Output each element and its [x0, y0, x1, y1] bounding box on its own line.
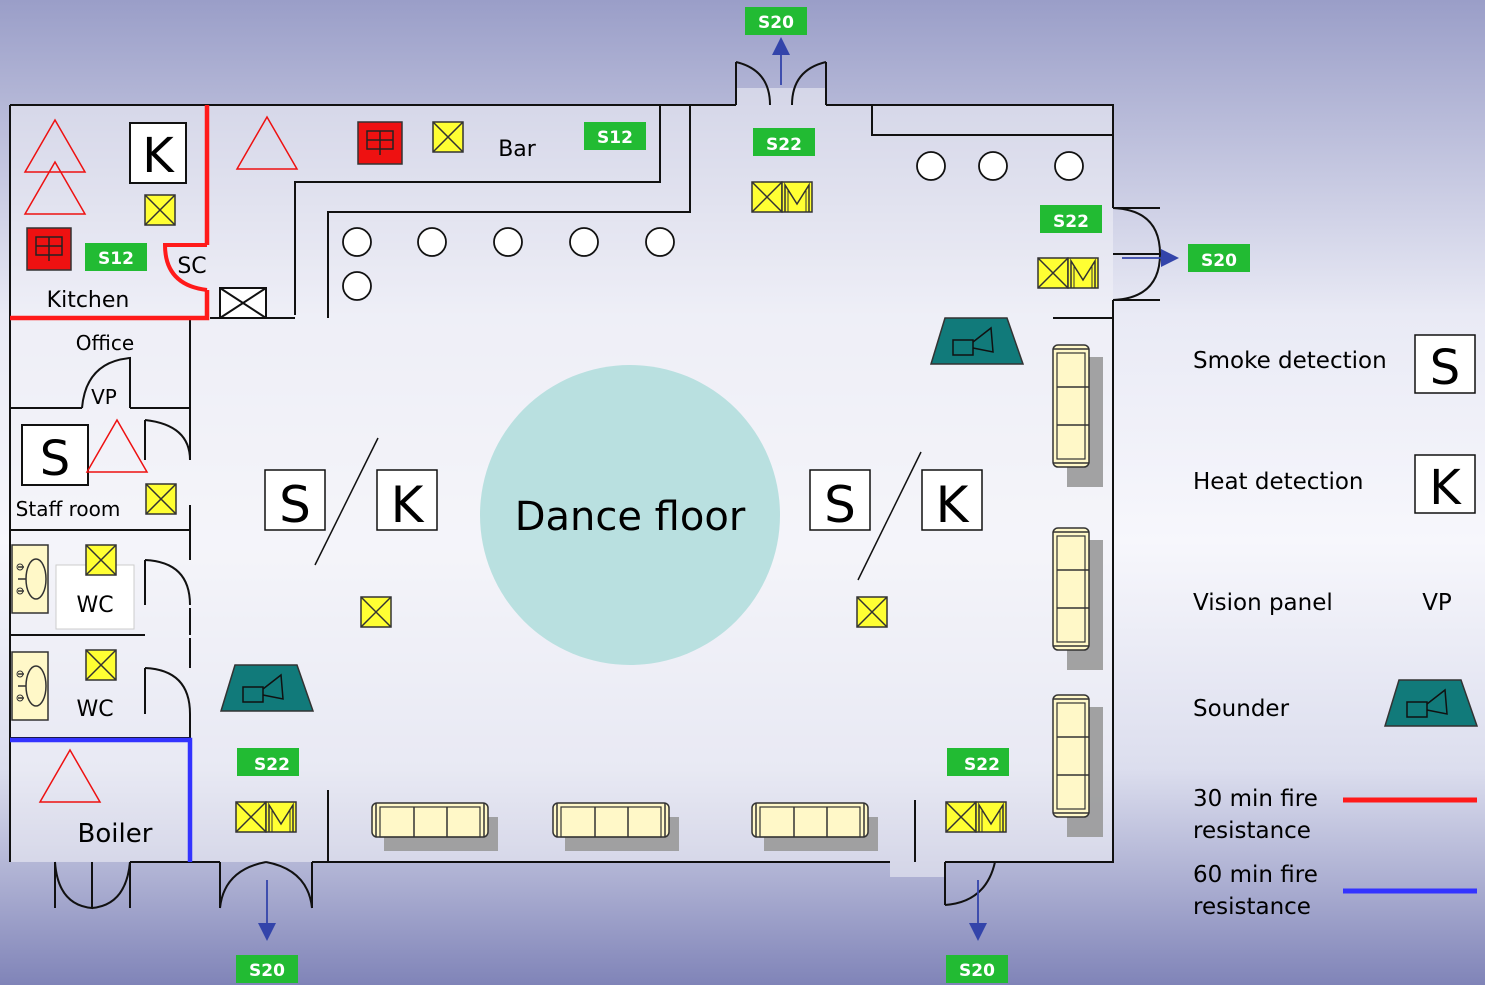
legend-fire30-line1: 30 min fire: [1193, 786, 1318, 812]
legend: Smoke detection S Heat detection K Visio…: [1193, 334, 1478, 920]
right-heat-detector: K: [936, 476, 970, 534]
dance-floor-circle: [480, 365, 780, 665]
legend-fire60-line1: 60 min fire: [1193, 862, 1318, 888]
legend-heat-symbol: K: [1429, 460, 1462, 516]
sign-s12-kitchen: S12: [98, 249, 134, 269]
left-smoke-detector: S: [279, 476, 311, 534]
sign-s20-top: S20: [758, 13, 794, 33]
fire-30-wall: [10, 105, 210, 321]
sounder-left: [220, 664, 314, 712]
right-smoke-detector: S: [824, 476, 856, 534]
bar-label: Bar: [498, 137, 537, 162]
sign-s20-right: S20: [1201, 251, 1237, 271]
sign-s22-top: S22: [766, 135, 802, 155]
sign-s12-bar: S12: [597, 128, 633, 148]
sign-s22-bottom-left: S22: [254, 755, 290, 775]
kitchen-label: Kitchen: [47, 288, 130, 313]
fire-30-door-arc: [162, 243, 208, 292]
sign-s22-bottom-right: S22: [964, 755, 1000, 775]
doors: [54, 61, 1161, 910]
legend-fire60-line2: resistance: [1193, 894, 1311, 920]
left-heat-detector: K: [391, 476, 425, 534]
exit-arrows: [258, 37, 1179, 941]
toilet-1: [11, 544, 49, 614]
legend-fire30-line2: resistance: [1193, 818, 1311, 844]
staff-room-smoke-detector: S: [40, 431, 70, 487]
staff-room-label: Staff room: [16, 497, 121, 521]
legend-heat-label: Heat detection: [1193, 469, 1364, 495]
exit-signs: S12 S12 S20 S22 S22 S20 S22 S22 S20 S20: [85, 7, 1250, 983]
toilet-2: [11, 651, 49, 721]
legend-smoke-label: Smoke detection: [1193, 348, 1387, 374]
legend-smoke-symbol: S: [1430, 340, 1460, 396]
kitchen-call-point: [26, 227, 72, 271]
sign-s20-bottom-left: S20: [249, 961, 285, 981]
sc-label: SC: [177, 254, 206, 279]
sounder-top-right: [930, 317, 1024, 365]
dance-floor-label: Dance floor: [515, 494, 746, 540]
vp-label: VP: [91, 385, 117, 409]
bar-call-point: [357, 121, 403, 165]
legend-vision-label: Vision panel: [1193, 590, 1333, 616]
sign-s20-bottom-right: S20: [959, 961, 995, 981]
office-label: Office: [76, 331, 134, 355]
wc2-label: WC: [76, 697, 113, 722]
legend-vision-symbol: VP: [1422, 590, 1452, 616]
tables: [342, 151, 1084, 301]
legend-sounder-label: Sounder: [1193, 696, 1290, 722]
boiler-label: Boiler: [78, 819, 153, 849]
room-labels: Kitchen SC Bar Office VP Staff room WC W…: [16, 137, 537, 849]
fire-60-wall: [10, 737, 193, 862]
wc1-label: WC: [76, 593, 113, 618]
sign-s22-right: S22: [1053, 212, 1089, 232]
kitchen-heat-detector: K: [142, 128, 175, 184]
legend-sounder-symbol: [1384, 679, 1478, 727]
detectors: K S S K S K: [21, 122, 983, 581]
